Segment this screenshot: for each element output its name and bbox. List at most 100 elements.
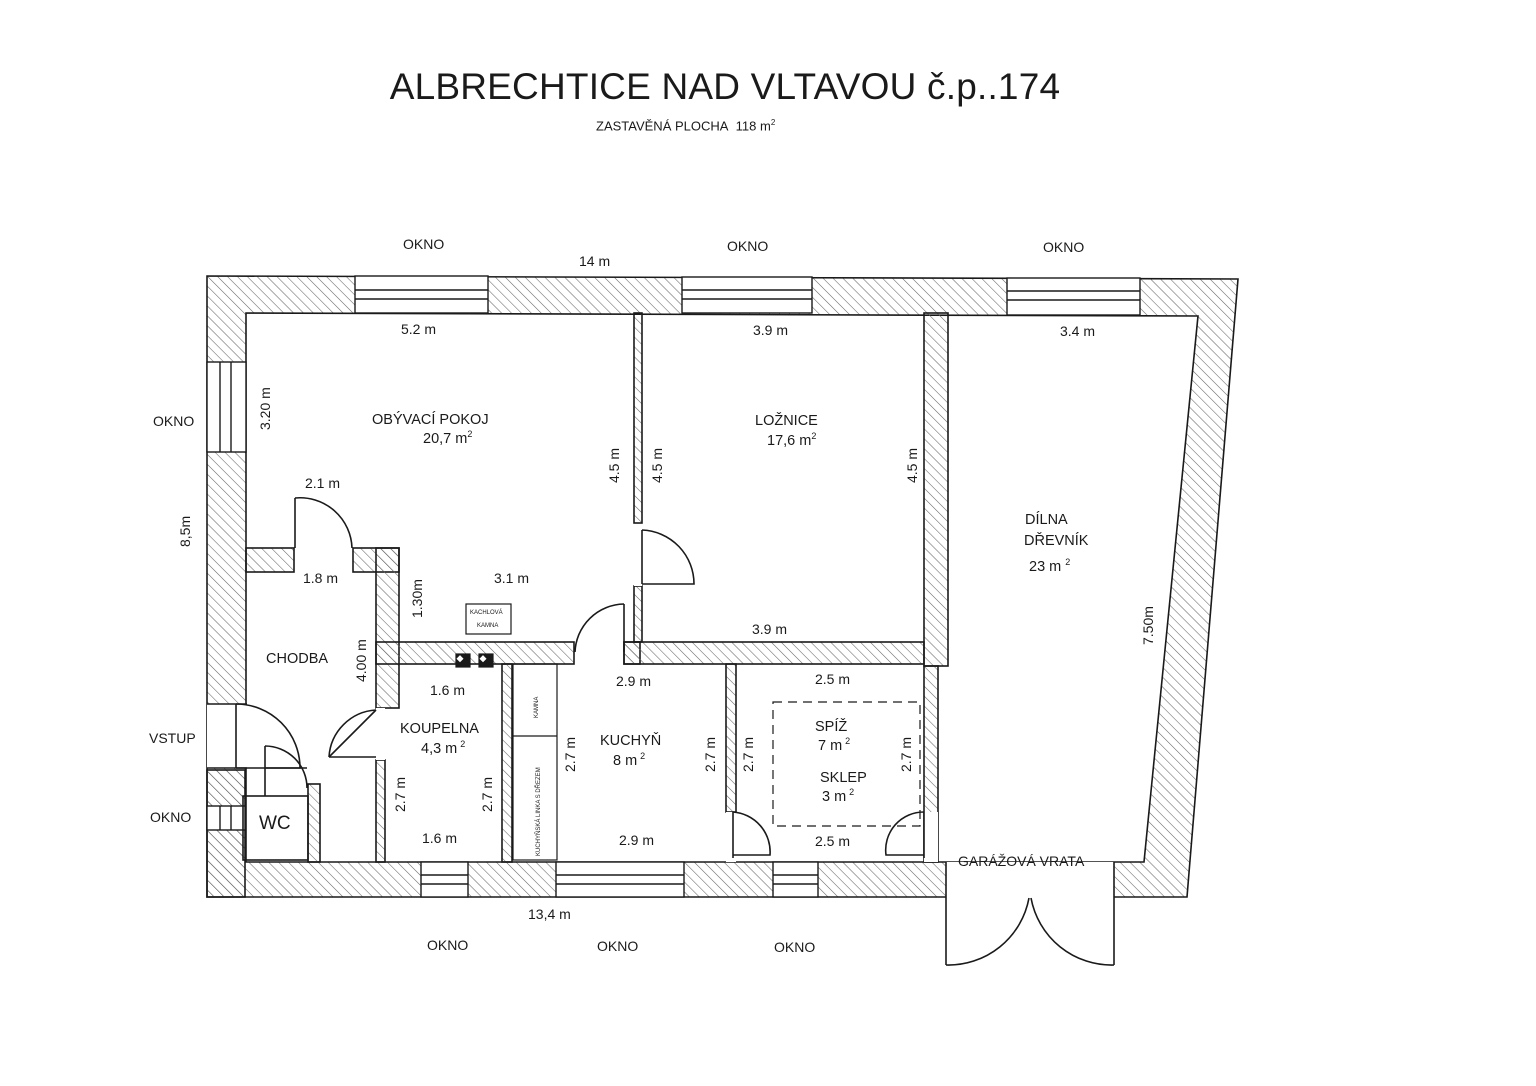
room-loznice-area: 17,6 m2	[767, 431, 816, 449]
room-koupelna-area-sup: 2	[460, 739, 465, 749]
window-bottom-1	[420, 861, 469, 898]
room-labels: OBÝVACÍ POKOJ 20,7 m2 LOŽNICE 17,6 m2 DÍ…	[259, 411, 1089, 856]
dim-loznice-right: 4.5 m	[904, 448, 920, 483]
dim-top-total: 14 m	[579, 253, 610, 269]
opening-living-door	[295, 548, 352, 572]
dim-koupelna-left: 2.7 m	[392, 777, 408, 812]
opening-sklep-door	[924, 812, 938, 862]
window-bottom-2	[555, 861, 685, 898]
window-top-1	[354, 275, 489, 314]
room-sklep-area-sup: 2	[849, 787, 854, 797]
wall-wc-left	[206, 769, 246, 898]
okno-top-1: OKNO	[403, 236, 444, 252]
window-top-3	[1006, 277, 1141, 316]
door-spiz[interactable]	[732, 811, 771, 858]
door-sklep[interactable]	[884, 811, 925, 858]
door-wc[interactable]	[264, 745, 308, 796]
wall-loznice-bottom-left	[633, 585, 643, 643]
dimension-labels: 14 m 13,4 m 8,5m 7.50m 5.2 m 3.20 m 4.5 …	[177, 253, 1156, 922]
room-loznice-name: LOŽNICE	[755, 412, 818, 429]
garage-label: GARÁŽOVÁ VRATA	[958, 853, 1085, 869]
kitchen-counter-label: KUCHYŇSKÁ LINKA S DŘEZEM	[534, 767, 542, 856]
opening-entrance	[207, 704, 247, 768]
dim-obyvaci-right: 4.5 m	[606, 448, 622, 483]
wall-kuchyn-spiz	[725, 663, 737, 813]
door-bathroom[interactable]	[328, 709, 377, 758]
dim-spiz-left: 2.7 m	[740, 737, 756, 772]
kachlova-label: KACHLOVÁ	[470, 609, 503, 616]
opening-bath-door	[376, 708, 385, 760]
door-entrance[interactable]	[235, 703, 301, 769]
room-dilna-name: DÍLNA	[1025, 511, 1068, 528]
opening-garage	[946, 862, 1114, 898]
wall-koupelna-kuchyn	[501, 663, 513, 863]
wall-kitchen-top-long	[623, 641, 925, 665]
dim-kuchyn-right: 2.7 m	[702, 737, 718, 772]
opening-spiz-door	[726, 812, 736, 862]
plan-title: ALBRECHTICE NAD VLTAVOU č.p..174	[389, 66, 1061, 107]
chimney-1	[455, 653, 471, 668]
door-living[interactable]	[294, 496, 353, 549]
tiled-stove	[465, 603, 512, 635]
dim-bottom-total: 13,4 m	[528, 906, 571, 922]
opening-kitchen-door	[575, 642, 623, 664]
subtitle-label: ZASTAVĚNÁ PLOCHA	[596, 118, 729, 134]
room-kuchyn-area-value: 8 m	[613, 753, 637, 769]
door-bedroom[interactable]	[641, 529, 695, 585]
room-spiz-name: SPÍŽ	[815, 718, 847, 735]
okno-bottom-2: OKNO	[597, 938, 638, 954]
dim-spiz-right: 2.7 m	[898, 737, 914, 772]
okno-wc: OKNO	[150, 809, 191, 825]
room-sklep-name: SKLEP	[820, 770, 867, 786]
spiz-box	[772, 701, 921, 827]
room-sklep-area-value: 3 m	[822, 789, 846, 805]
room-loznice-area-sup: 2	[811, 431, 816, 441]
dim-koupelna-top: 1.6 m	[430, 682, 465, 698]
dim-kuchyn-bottom: 2.9 m	[619, 832, 654, 848]
garage-doors[interactable]	[945, 897, 1115, 966]
room-obyvaci-area: 20,7 m2	[423, 429, 472, 447]
kamna-kitchen-label: KAMNA	[534, 697, 540, 718]
window-top-2	[681, 276, 813, 314]
opening-bedroom-door	[634, 524, 642, 586]
dim-kuchyn-left: 2.7 m	[562, 737, 578, 772]
kitchen-counter	[512, 663, 558, 861]
wall-koupelna-right	[375, 759, 386, 863]
door-kitchen[interactable]	[574, 603, 625, 653]
room-wc-name: WC	[259, 813, 291, 834]
dim-obyvaci-bottom: 3.1 m	[494, 570, 529, 586]
outer-wall	[206, 275, 1239, 898]
okno-left: OKNO	[153, 413, 194, 429]
window-left	[206, 361, 247, 453]
dim-left-total: 8,5m	[177, 516, 193, 547]
wall-kitchen-top-left	[375, 641, 575, 665]
okno-bottom-1: OKNO	[427, 937, 468, 953]
walls	[206, 275, 1239, 898]
dim-loznice-bottom: 3.9 m	[752, 621, 787, 637]
room-drevnik-name: DŘEVNÍK	[1024, 532, 1089, 549]
dim-right-total: 7.50m	[1140, 606, 1156, 645]
dim-koupelna-right: 2.7 m	[479, 777, 495, 812]
wall-wc-right	[307, 783, 321, 863]
window-wc	[206, 805, 246, 831]
dim-chodba-right: 4.00 m	[353, 639, 369, 682]
window-bottom-3	[772, 861, 819, 898]
dim-dilna-top: 3.4 m	[1060, 323, 1095, 339]
room-dilna-area-value: 23 m	[1029, 559, 1061, 575]
chimney-2	[478, 653, 494, 668]
subtitle-value: 118 m	[735, 118, 771, 134]
room-loznice-area-value: 17,6 m	[767, 433, 811, 449]
dim-obyvaci-top: 5.2 m	[401, 321, 436, 337]
dim-kuchyn-top: 2.9 m	[616, 673, 651, 689]
dim-loznice-left: 4.5 m	[649, 448, 665, 483]
okno-top-3: OKNO	[1043, 239, 1084, 255]
okno-top-2: OKNO	[727, 238, 768, 254]
subtitle-sup: 2	[770, 118, 776, 127]
wall-obyvaci-loznice	[633, 312, 643, 524]
